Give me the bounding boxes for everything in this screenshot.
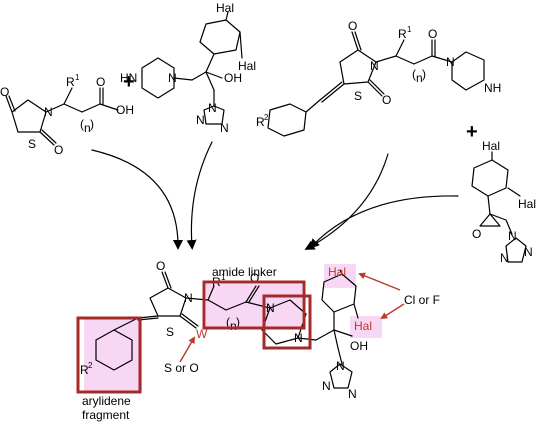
reactant-piperazine: HN N Hal Hal OH N N N <box>120 1 256 135</box>
atom-N: N <box>322 379 331 393</box>
linker-highlight <box>206 284 302 328</box>
atom-N: N <box>336 359 345 373</box>
atom-N: N <box>348 387 357 401</box>
atom-N: N <box>500 251 509 265</box>
arrow-to-hal-top <box>358 272 401 291</box>
paren-left: ( <box>80 117 84 131</box>
atom-Hal: Hal <box>216 1 234 15</box>
superscript-1: 1 <box>221 273 226 282</box>
plus-sign: + <box>123 71 135 93</box>
paren-left: ( <box>412 67 416 81</box>
atom-Hal: Hal <box>482 139 500 153</box>
atom-N: N <box>208 101 217 115</box>
piperazine-box <box>262 294 312 350</box>
label-cl-or-f: Cl or F <box>404 293 440 307</box>
hal-bottom-highlight <box>350 316 382 338</box>
atom-S: S <box>354 89 362 103</box>
arrow-to-W <box>179 336 196 363</box>
label-fragment: fragment <box>82 408 130 422</box>
arrow-to-hal-bottom <box>380 303 405 320</box>
atom-R: R <box>80 363 89 377</box>
atom-NH: NH <box>484 81 501 95</box>
arrow-center <box>186 141 213 250</box>
superscript-2: 2 <box>264 113 269 122</box>
arrow-left <box>91 149 183 250</box>
atom-N: N <box>446 55 455 69</box>
label-s-or-o: S or O <box>164 361 199 375</box>
arrow-right-lower <box>309 195 459 249</box>
atom-O: O <box>348 19 357 33</box>
atom-O: O <box>0 85 9 99</box>
atom-O: O <box>428 27 437 41</box>
reactant-arylidene-amide: R 2 O N S O R 1 ( n ) O N NH <box>256 19 501 137</box>
subscript-n: n <box>84 121 91 135</box>
superscript-1: 1 <box>407 25 412 34</box>
atom-O: O <box>382 93 391 107</box>
superscript-2: 2 <box>88 361 93 370</box>
atom-S: S <box>28 137 36 151</box>
atom-OH: OH <box>224 71 242 85</box>
atom-N: N <box>44 105 53 119</box>
reactant-tzd-acid: O S O N R 1 ( n ) O OH <box>0 73 134 157</box>
arylidene-box <box>76 316 142 394</box>
plus-sign: + <box>466 121 478 143</box>
paren-right: ) <box>90 117 94 131</box>
atom-Hal: Hal <box>238 59 256 73</box>
atom-OH: OH <box>350 339 368 353</box>
atom-R: R <box>256 115 265 129</box>
atom-N: N <box>294 331 303 345</box>
atom-Hal-top: Hal <box>328 265 346 279</box>
atom-W: W <box>196 327 208 341</box>
atom-Hal: Hal <box>518 197 536 211</box>
paren-right: ) <box>236 315 240 329</box>
hal-top-highlight <box>324 264 356 288</box>
subscript-n: n <box>416 71 423 85</box>
amide-linker-box <box>202 280 306 330</box>
arylidene-highlight <box>84 318 142 392</box>
product-molecule: R 2 O N S W R 1 ( n ) O N N Hal Hal OH N… <box>80 259 382 401</box>
reactant-epoxide: Hal Hal O N N N <box>471 139 536 265</box>
atom-O: O <box>156 259 165 273</box>
superscript-1: 1 <box>75 73 80 82</box>
atom-N: N <box>220 121 229 135</box>
atom-N: N <box>524 245 533 259</box>
atom-R: R <box>398 27 407 41</box>
atom-S: S <box>166 325 174 339</box>
atom-N: N <box>266 301 275 315</box>
paren-right: ) <box>422 67 426 81</box>
atom-O: O <box>250 271 259 285</box>
paren-left: ( <box>226 315 230 329</box>
atom-N: N <box>370 59 379 73</box>
atom-N: N <box>196 113 205 127</box>
atom-HN: HN <box>120 71 137 85</box>
acid-OH: OH <box>116 103 134 117</box>
atom-N: N <box>508 229 517 243</box>
atom-O: O <box>96 75 105 89</box>
atom-N: N <box>184 291 193 305</box>
atom-R: R <box>66 75 75 89</box>
label-arylidene: arylidene <box>82 394 131 408</box>
label-amide-linker: amide linker <box>212 265 277 279</box>
atom-N: N <box>168 71 177 85</box>
atom-O: O <box>54 143 63 157</box>
atom-O: O <box>472 227 481 241</box>
atom-Hal-bottom: Hal <box>354 319 372 333</box>
subscript-n: n <box>230 319 237 333</box>
arrow-right-upper <box>304 153 389 250</box>
